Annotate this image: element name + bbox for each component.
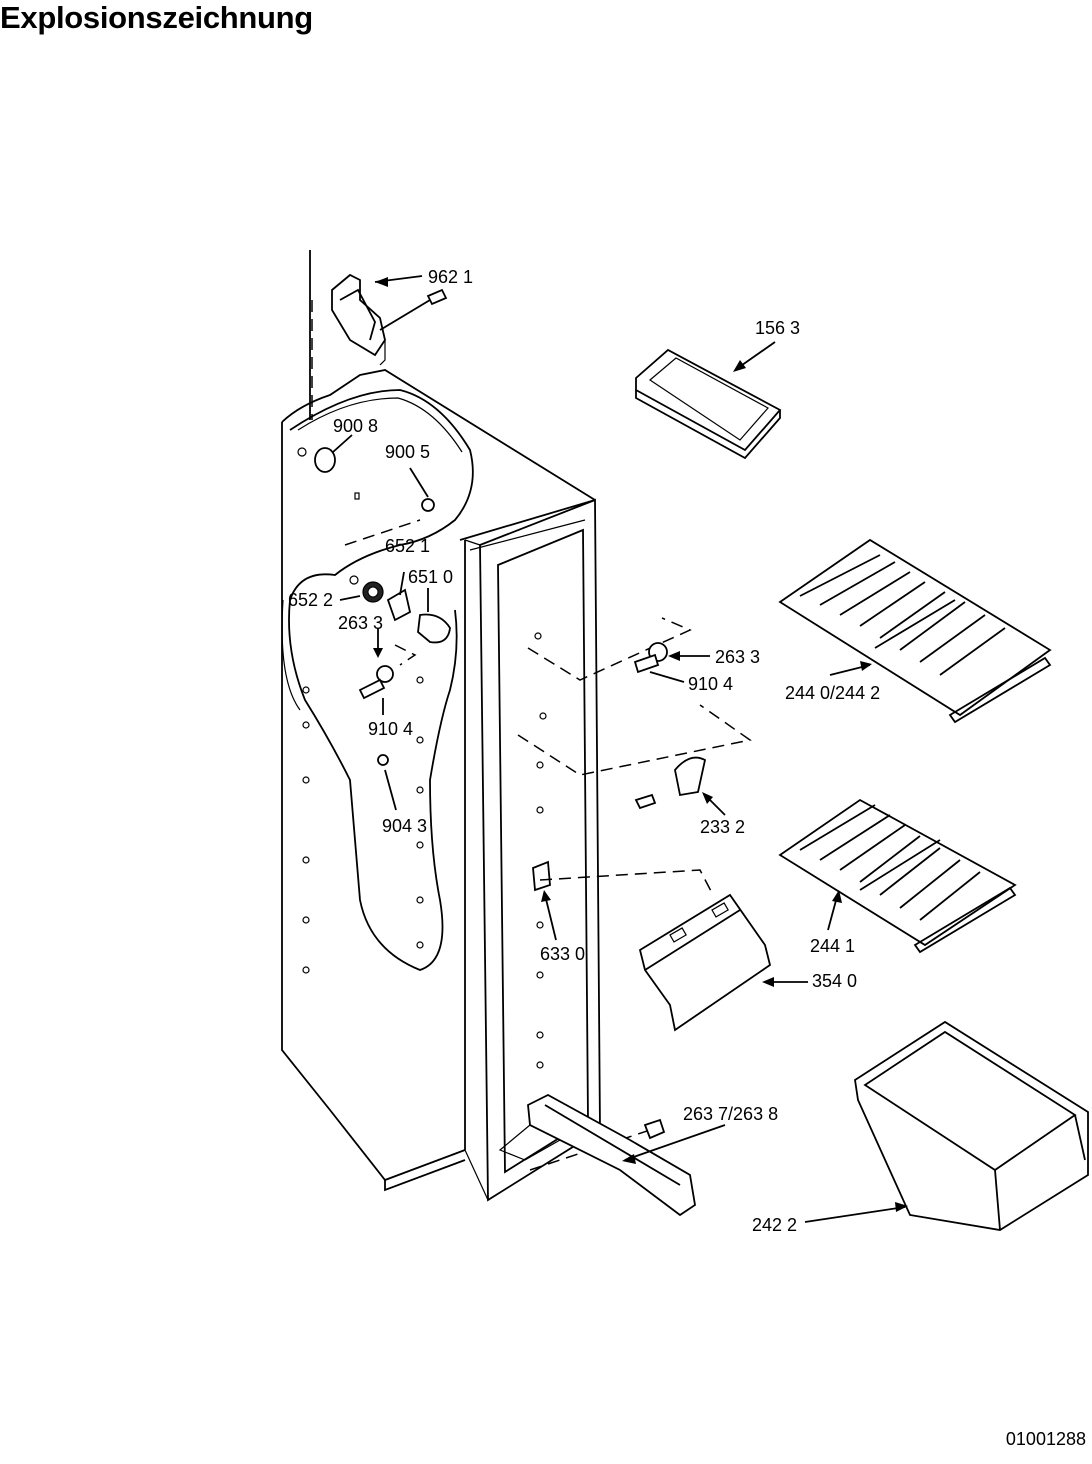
callout-6521: 652 1 xyxy=(385,536,430,556)
cabinet-liner xyxy=(281,369,601,1202)
callout-2441: 244 1 xyxy=(810,936,855,956)
callout-6522: 652 2 xyxy=(288,590,333,610)
callout-2633-left: 263 3 xyxy=(338,613,383,633)
callout-2332: 233 2 xyxy=(700,817,745,837)
ice-cube-tray xyxy=(635,341,782,460)
crisper-drawer xyxy=(804,1020,1089,1231)
callout-3540: 354 0 xyxy=(812,971,857,991)
callout-2422: 242 2 xyxy=(752,1215,797,1235)
document-number: 01001288 xyxy=(1005,1429,1086,1449)
callout-9621: 962 1 xyxy=(428,267,473,287)
shelf-support-parts xyxy=(517,617,752,816)
callout-9005: 900 5 xyxy=(385,442,430,462)
callout-2633-right: 263 3 xyxy=(715,647,760,667)
callout-6510: 651 0 xyxy=(408,567,453,587)
callout-9008: 900 8 xyxy=(333,416,378,436)
top-hinge-bracket xyxy=(309,250,448,420)
callout-9104-right: 910 4 xyxy=(688,674,733,694)
cover-panel xyxy=(539,869,808,1032)
upper-wire-shelf xyxy=(778,538,1052,724)
lower-wire-shelf xyxy=(778,798,1017,954)
lamp-assembly xyxy=(314,434,451,811)
page-title: Explosionszeichnung xyxy=(0,0,313,35)
bottom-rail xyxy=(527,1093,726,1217)
door-switch xyxy=(532,860,557,941)
callout-2637-2638: 263 7/263 8 xyxy=(683,1104,778,1124)
callout-6330: 633 0 xyxy=(540,944,585,964)
callout-9104-left: 910 4 xyxy=(368,719,413,739)
callout-1563: 156 3 xyxy=(755,318,800,338)
callout-9043: 904 3 xyxy=(382,816,427,836)
callout-2440-2442: 244 0/244 2 xyxy=(785,683,880,703)
